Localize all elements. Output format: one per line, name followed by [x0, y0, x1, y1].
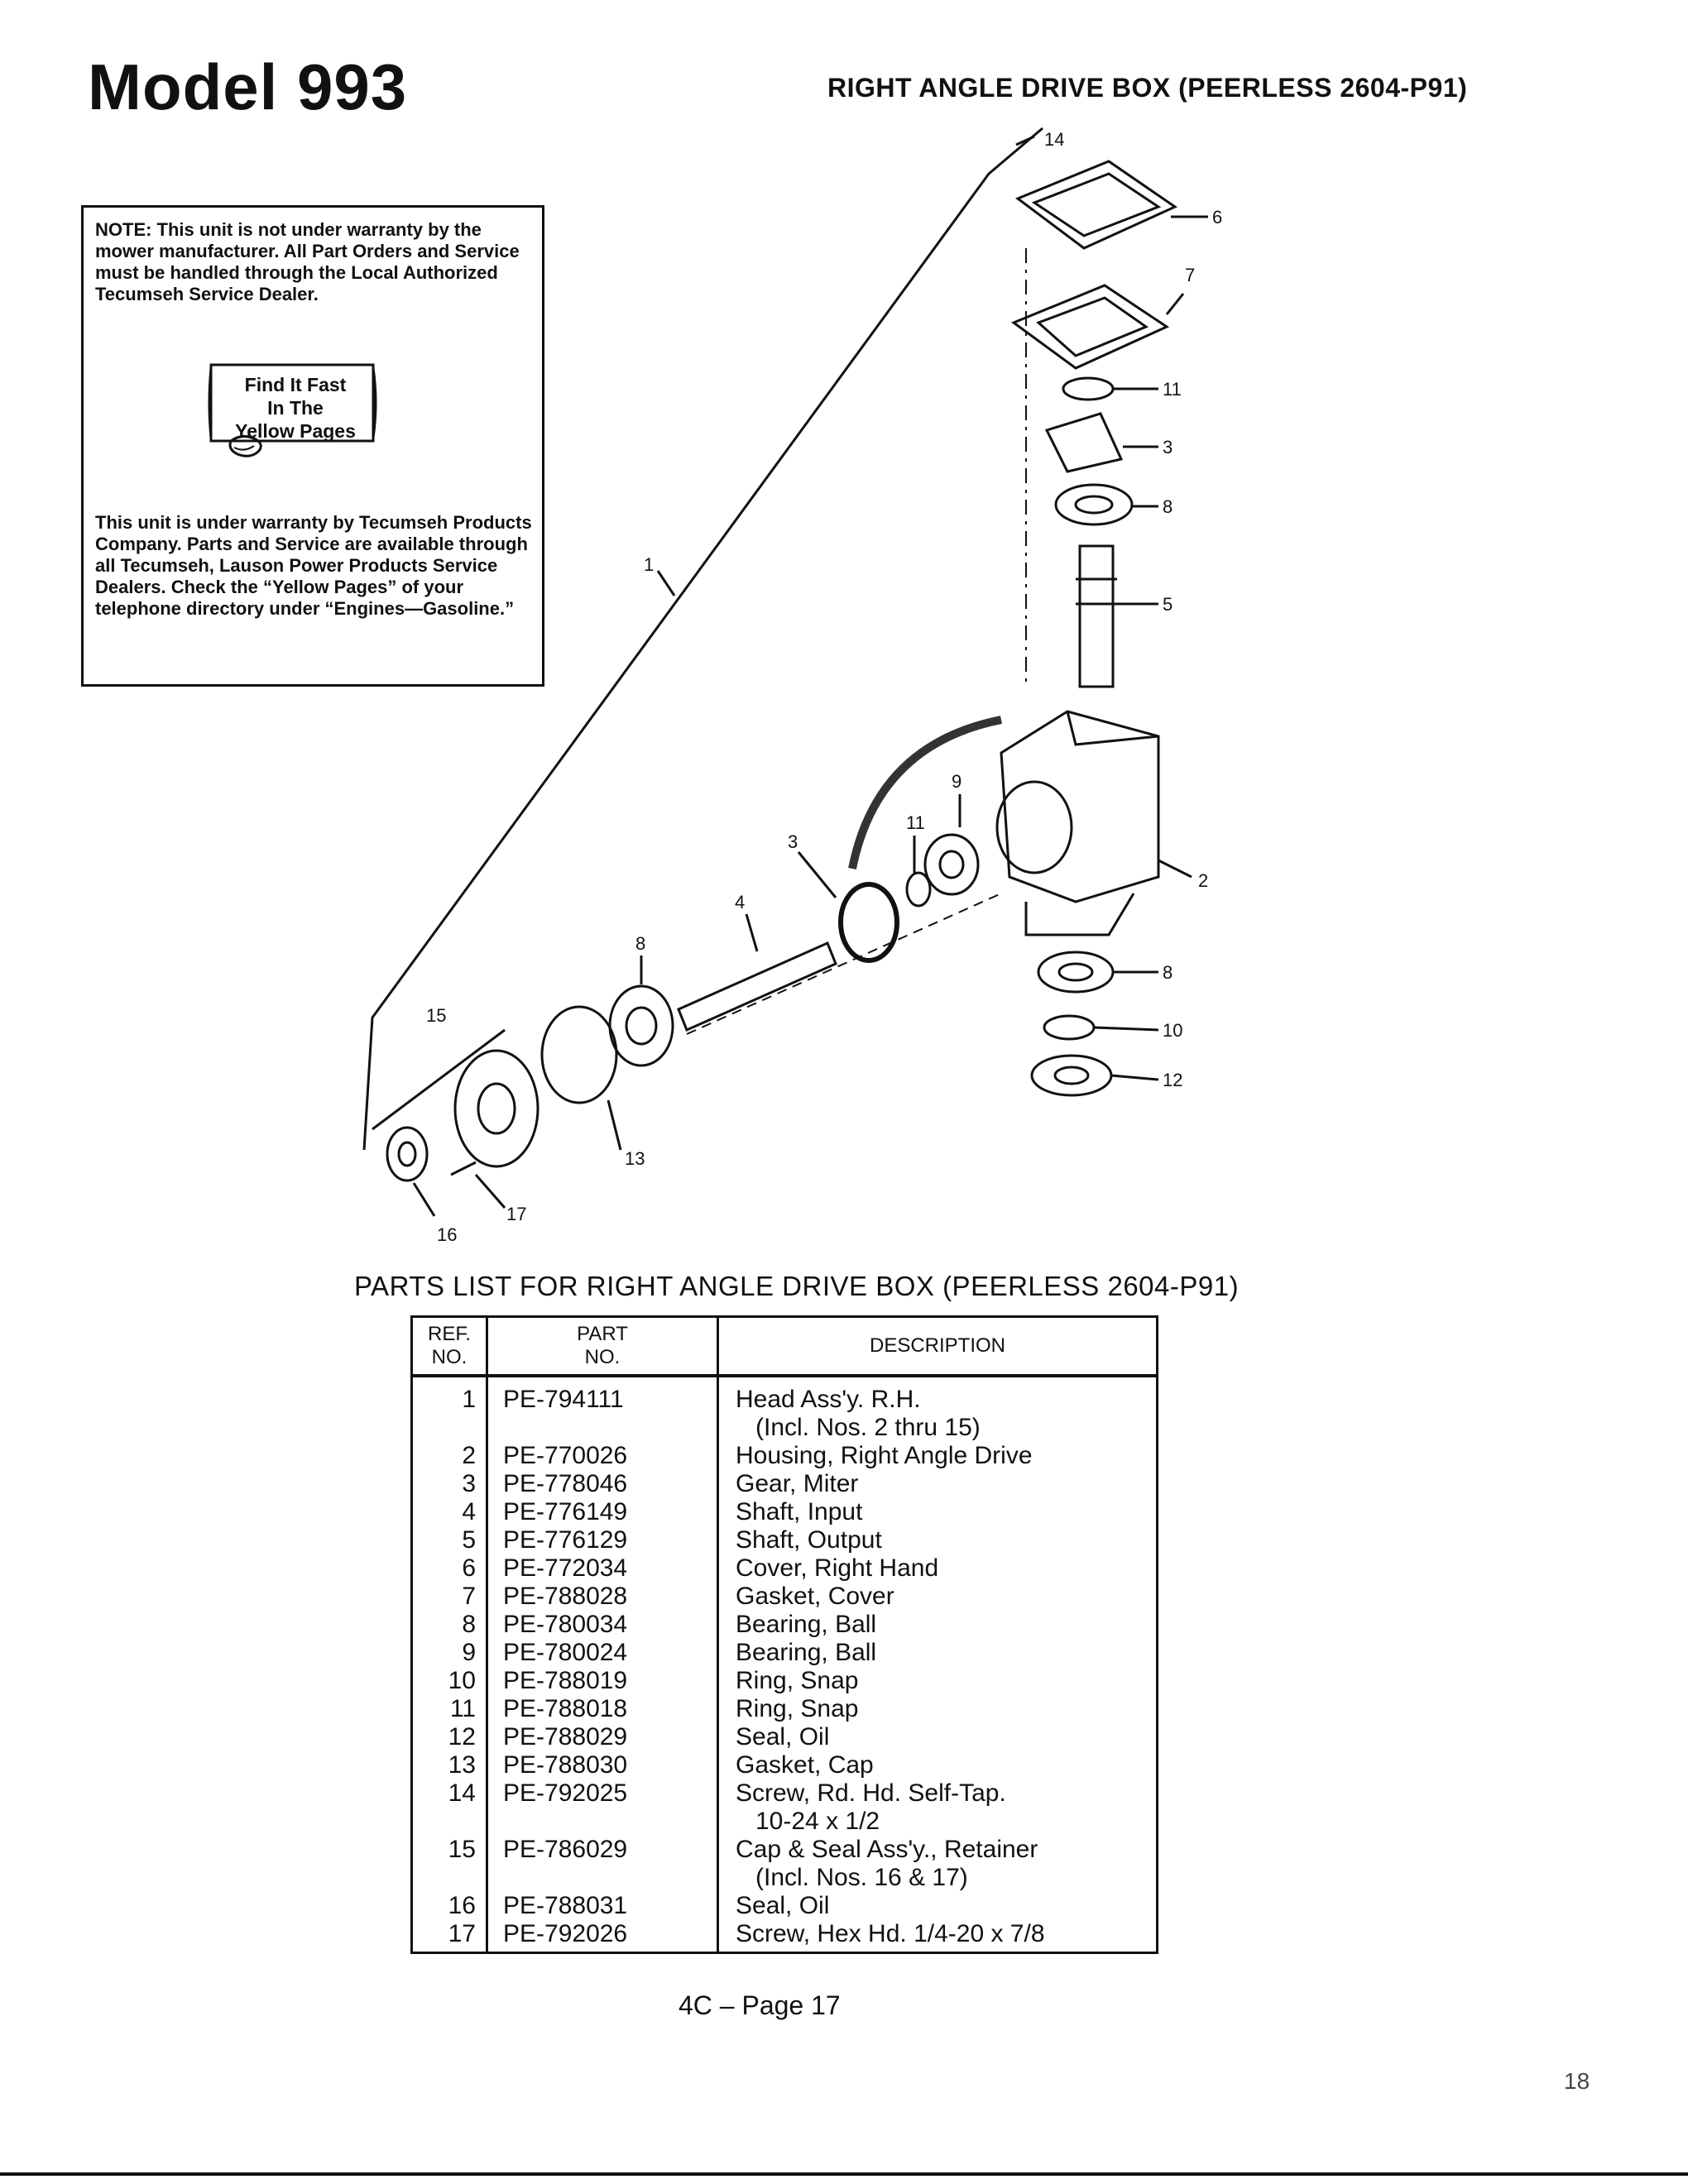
mower-warranty-notice: NOTE: This unit is not under warranty by… [95, 219, 520, 304]
callout-3-top: 3 [1163, 437, 1172, 457]
callout-5: 5 [1163, 594, 1172, 615]
callout-1: 1 [644, 554, 654, 575]
header-part-no: PART NO. [486, 1315, 719, 1377]
table-row: 16 PE-788031 Seal, Oil [410, 1892, 1158, 1920]
table-row: 2 PE-770026 Housing, Right Angle Drive [410, 1442, 1158, 1470]
callout-9: 9 [952, 771, 961, 792]
tecumseh-warranty-notice: This unit is under warranty by Tecumseh … [95, 512, 532, 619]
output-shaft-part [1078, 544, 1115, 688]
page-bottom-rule [0, 2172, 1688, 2176]
parts-list-table: REF. NO. PART NO. DESCRIPTION 1 PE-79411… [410, 1315, 1158, 1954]
header-description: DESCRIPTION [717, 1315, 1158, 1377]
cover-part [1014, 160, 1178, 250]
table-row: 5 PE-776129 Shaft, Output [410, 1526, 1158, 1554]
table-row: 4 PE-776149 Shaft, Input [410, 1498, 1158, 1526]
table-row: 10 PE-788019 Ring, Snap [410, 1667, 1158, 1695]
callout-17: 17 [506, 1204, 526, 1224]
miter-gear-part [1044, 412, 1124, 473]
assembly-bracket-line [362, 127, 1043, 1151]
callout-8-top: 8 [1163, 496, 1172, 517]
housing-part [1000, 710, 1160, 903]
callout-6: 6 [1212, 207, 1222, 228]
page-number: 4C – Page 17 [679, 1990, 841, 2020]
header-ref-no: REF. NO. [410, 1315, 488, 1377]
table-row: 12 PE-788029 Seal, Oil [410, 1723, 1158, 1751]
table-row: 9 PE-780024 Bearing, Ball [410, 1639, 1158, 1667]
callout-10: 10 [1163, 1020, 1182, 1041]
bearing-part [1054, 483, 1134, 526]
yellow-pages-line-1: Find It Fast [244, 374, 347, 395]
callout-12: 12 [1163, 1070, 1182, 1090]
table-row: 7 PE-788028 Gasket, Cover [410, 1583, 1158, 1611]
table-row: 13 PE-788030 Gasket, Cap [410, 1751, 1158, 1779]
model-title: Model 993 [88, 50, 408, 123]
exploded-parts-diagram: 14 6 7 11 3 8 5 1 2 9 11 3 4 8 8 10 12 1… [362, 127, 1222, 1245]
parts-list-title: PARTS LIST FOR RIGHT ANGLE DRIVE BOX (PE… [354, 1271, 1240, 1301]
book-icon [208, 363, 377, 457]
yellow-pages-line-3: Yellow Pages [235, 420, 356, 442]
table-row: 11 PE-788018 Ring, Snap [410, 1695, 1158, 1723]
callout-8-lower: 8 [1163, 962, 1172, 983]
callout-15: 15 [426, 1005, 446, 1026]
table-row: 15 PE-786029 Cap & Seal Ass'y., Retainer… [410, 1836, 1158, 1892]
callout-13: 13 [625, 1148, 645, 1169]
callout-11-lower: 11 [906, 812, 925, 833]
snap-ring-part [1062, 376, 1115, 401]
callout-4: 4 [735, 892, 745, 912]
table-row: 6 PE-772034 Cover, Right Hand [410, 1554, 1158, 1583]
table-row: 3 PE-778046 Gear, Miter [410, 1470, 1158, 1498]
table-row: 1 PE-794111 Head Ass'y. R.H.(Incl. Nos. … [410, 1376, 1158, 1442]
callout-7: 7 [1185, 265, 1195, 285]
callout-8-left: 8 [635, 933, 645, 954]
callout-11-top: 11 [1163, 379, 1182, 400]
callout-3-lower: 3 [788, 831, 798, 852]
yellow-pages-line-2: In The [267, 397, 324, 419]
page-heading: RIGHT ANGLE DRIVE BOX (PEERLESS 2604-P91… [827, 73, 1468, 103]
yellow-pages-badge: Find It Fast In The Yellow Pages [206, 362, 380, 457]
callout-2: 2 [1198, 870, 1208, 891]
corner-handwritten-mark: 18 [1564, 2068, 1590, 2094]
table-row: 8 PE-780034 Bearing, Ball [410, 1611, 1158, 1639]
callout-14: 14 [1044, 129, 1064, 150]
callout-16: 16 [437, 1224, 457, 1245]
gasket-cover-part [1010, 284, 1170, 370]
table-row: 14 PE-792025 Screw, Rd. Hd. Self-Tap.10-… [410, 1779, 1158, 1836]
input-shaft-part [677, 941, 837, 1032]
table-row: 17 PE-792026 Screw, Hex Hd. 1/4-20 x 7/8 [410, 1920, 1158, 1954]
warranty-note-box: NOTE: This unit is not under warranty by… [81, 205, 544, 687]
